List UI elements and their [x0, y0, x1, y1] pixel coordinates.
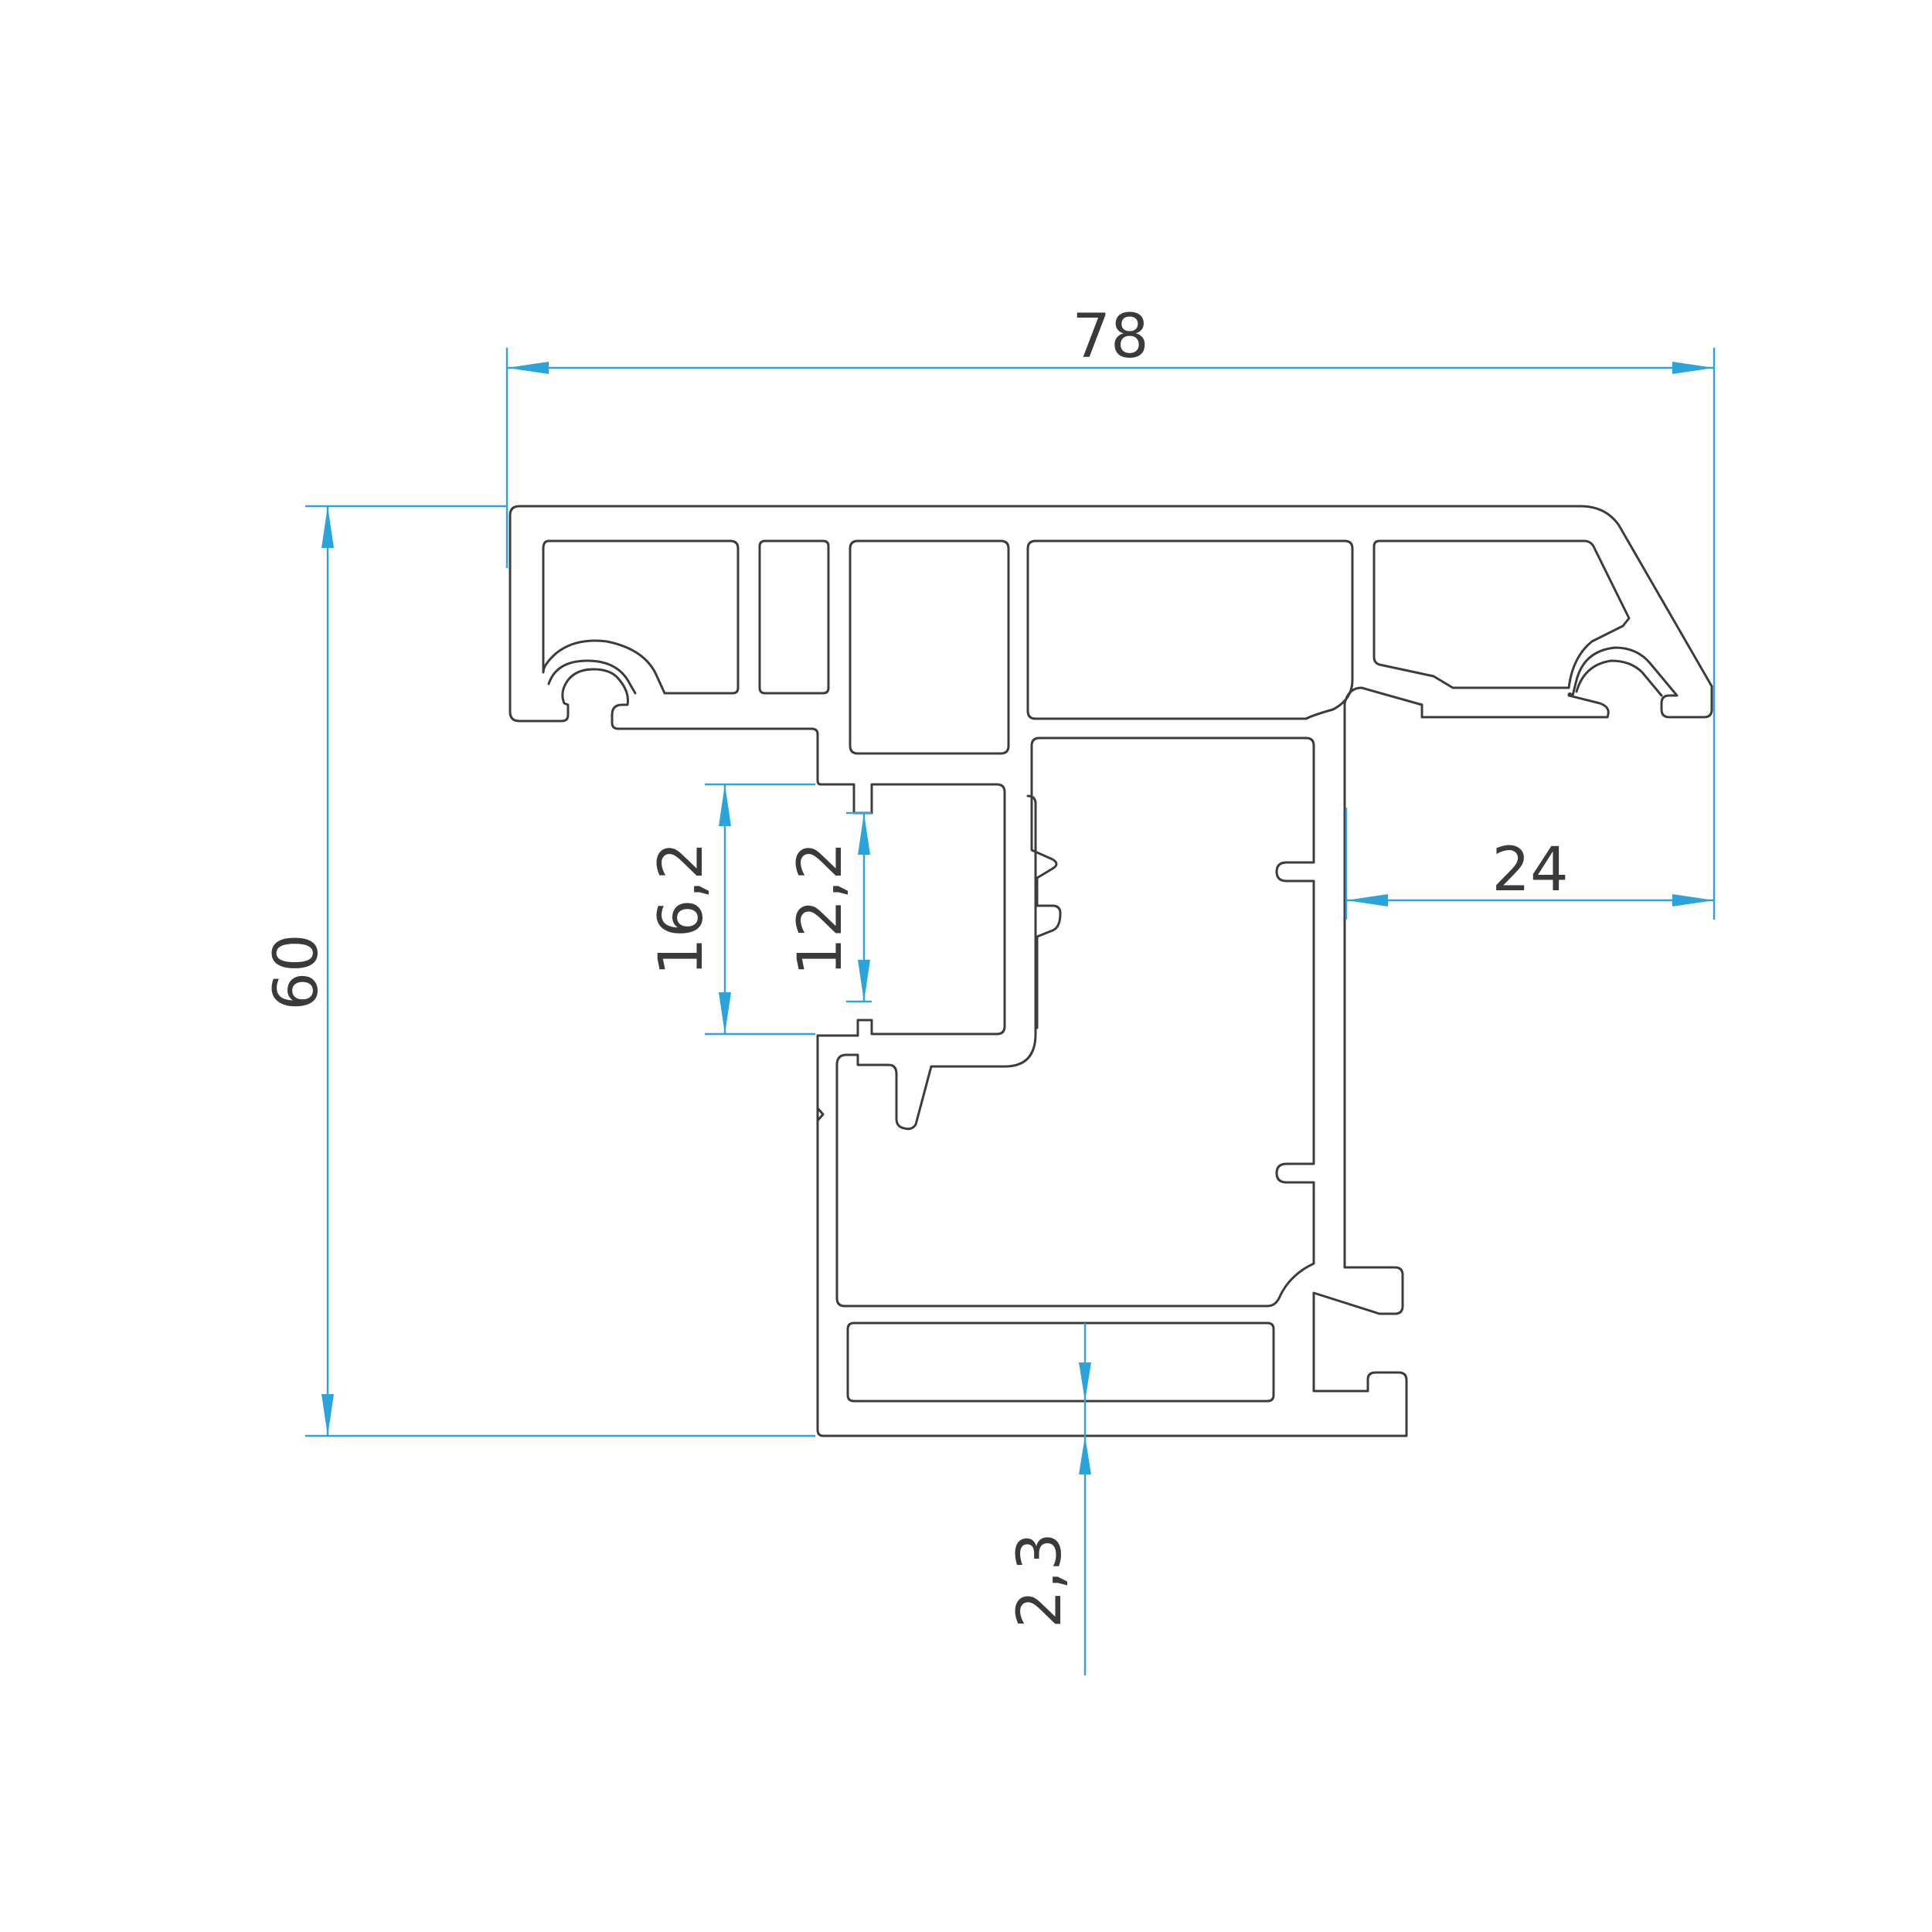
profile-outer-contour [509, 505, 1713, 1437]
profile-chambers [542, 539, 1663, 1403]
arrow-12-2-top [858, 813, 870, 855]
arrow-width-left [507, 362, 549, 374]
dimension-labels: 78 60 24 16,2 12,2 2,3 [262, 302, 1569, 1628]
chamber-center-right [1026, 539, 1354, 720]
chamber-bottom [846, 1321, 1275, 1403]
arrow-2-3-top [1079, 1362, 1091, 1401]
chamber-narrow [758, 539, 830, 695]
arrow-16-2-bottom [719, 992, 731, 1034]
chamber-right-hook [1575, 659, 1663, 697]
label-height: 60 [262, 934, 332, 1010]
arrow-16-2-top [719, 784, 731, 826]
arrow-12-2-bottom [858, 960, 870, 1002]
label-24: 24 [1492, 835, 1568, 905]
arrow-width-right [1672, 362, 1714, 374]
label-12-2: 12,2 [786, 842, 855, 976]
arrow-height-bottom [321, 1394, 334, 1436]
arrow-height-top [321, 506, 334, 548]
chamber-right [1372, 539, 1631, 689]
label-width: 78 [1072, 302, 1148, 372]
dimension-lines [305, 348, 1716, 1675]
label-2-3: 2,3 [1005, 1532, 1075, 1628]
chamber-center-left [849, 539, 1010, 755]
arrow-2-3-bottom [1079, 1436, 1091, 1475]
arrow-24-left [1346, 894, 1388, 906]
arrow-24-right [1672, 894, 1714, 906]
label-16-2: 16,2 [647, 842, 716, 976]
chamber-left-hook [547, 659, 637, 695]
profile-section [509, 505, 1713, 1437]
chamber-left-top [542, 539, 740, 695]
profile-lower-leg [816, 736, 1315, 1431]
